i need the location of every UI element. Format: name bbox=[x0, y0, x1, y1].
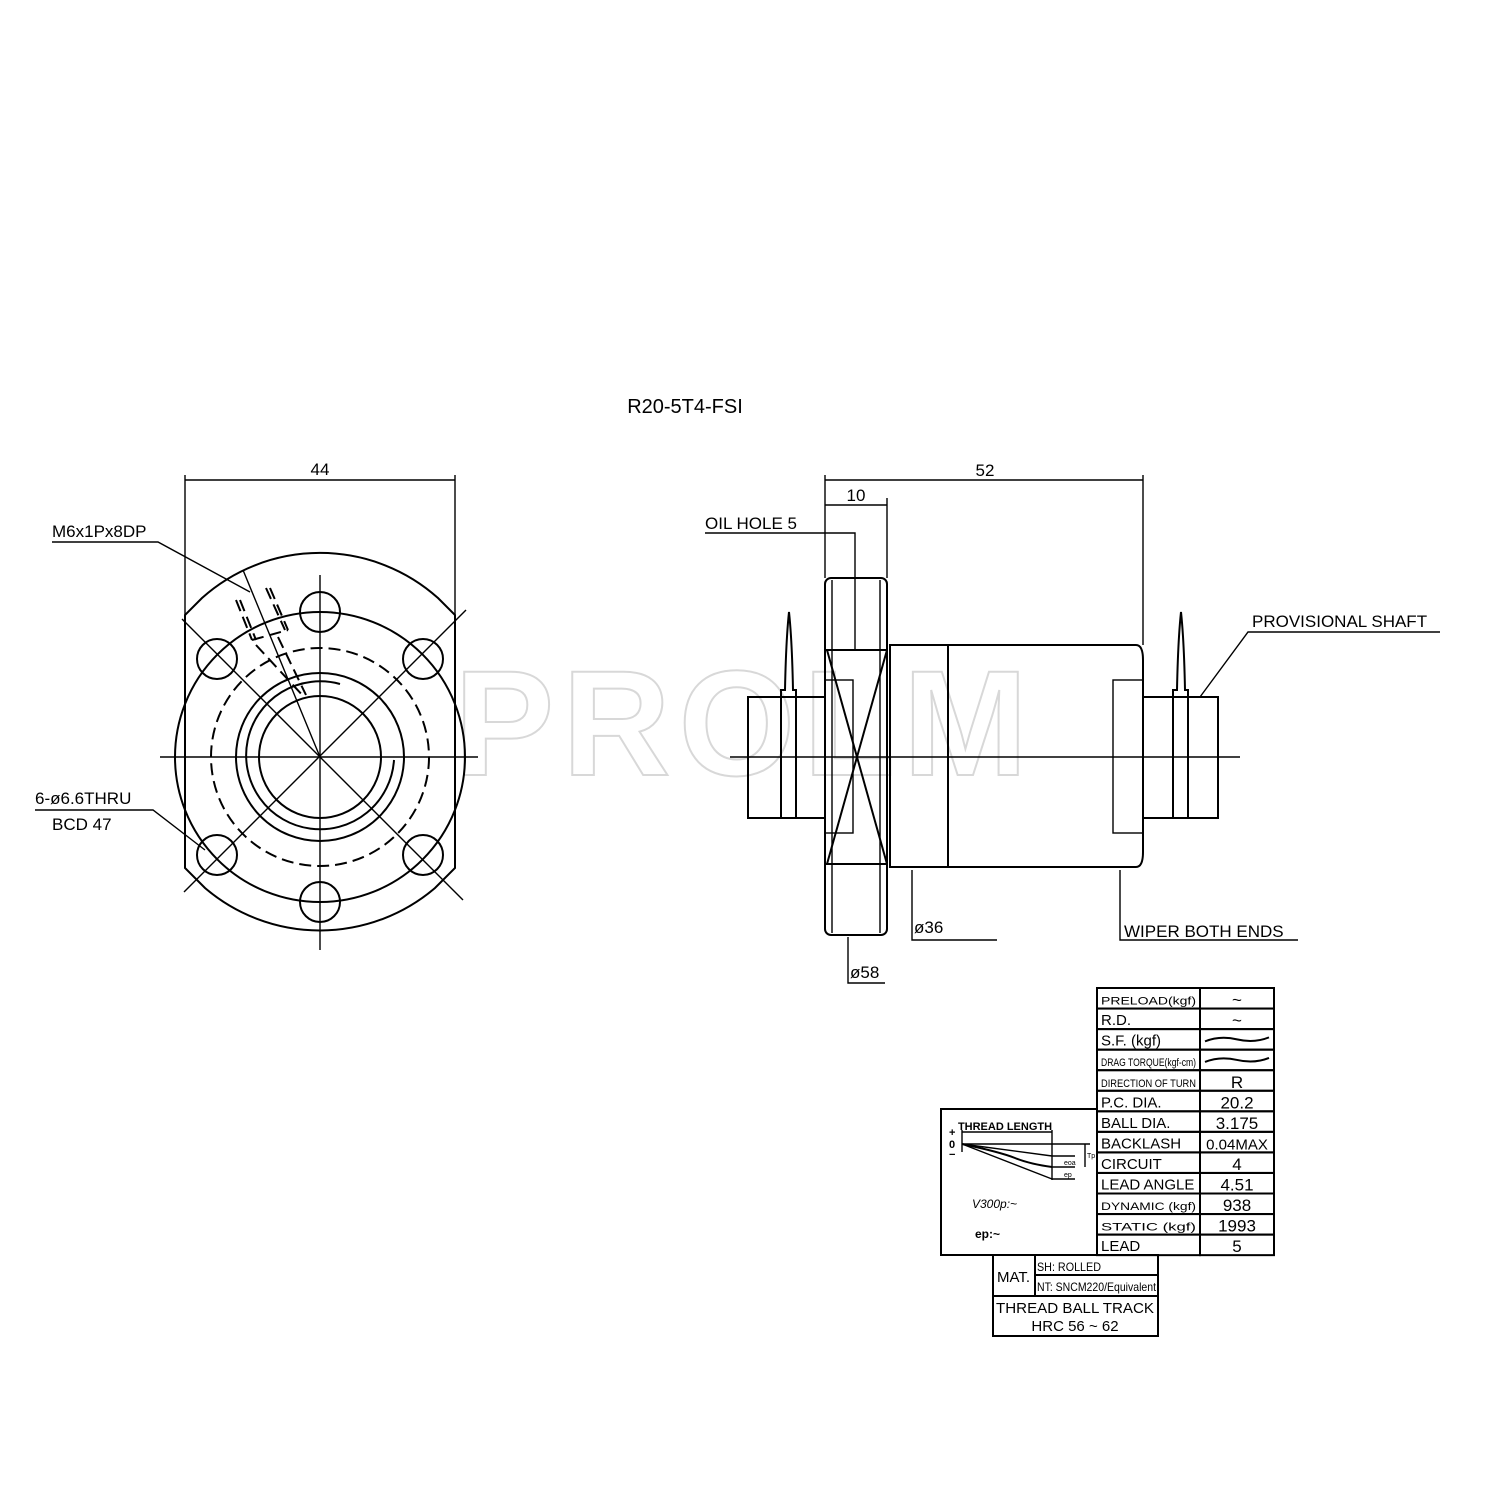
bolt-hole bbox=[402, 834, 444, 876]
ep-mark-label: ep bbox=[1064, 1172, 1072, 1179]
drawing-title: R20-5T4-FSI bbox=[627, 396, 743, 418]
spec-value: 938 bbox=[1223, 1196, 1251, 1215]
spec-label: DRAG TORQUE(kgf-cm) bbox=[1101, 1057, 1196, 1069]
spec-label: PRELOAD(kgf) bbox=[1101, 996, 1196, 1008]
spec-row: CIRCUIT 4 bbox=[1096, 1151, 1275, 1174]
bolt-hole bbox=[196, 638, 238, 680]
oil-hole-label: OIL HOLE 5 bbox=[705, 514, 797, 533]
spec-label: DIRECTION OF TURN bbox=[1101, 1078, 1196, 1090]
material-label: MAT. bbox=[997, 1269, 1030, 1286]
wave-line-icon bbox=[1204, 1036, 1270, 1043]
tp-label: Tp bbox=[1087, 1153, 1095, 1160]
spec-row: P.C. DIA. 20.2 bbox=[1096, 1089, 1275, 1112]
spec-value: R bbox=[1231, 1073, 1243, 1092]
zero-label: 0 bbox=[949, 1139, 955, 1151]
spec-row: LEAD 5 bbox=[1096, 1233, 1275, 1256]
plus-label: + bbox=[949, 1127, 955, 1139]
length-dim: 52 bbox=[976, 461, 995, 480]
provisional-shaft-leader bbox=[1199, 631, 1440, 698]
spec-value: 3.175 bbox=[1216, 1114, 1259, 1133]
spec-value: ~ bbox=[1232, 1011, 1242, 1030]
spec-value: 1993 bbox=[1218, 1217, 1256, 1236]
diagonal-line bbox=[183, 609, 467, 893]
diagonal-line bbox=[181, 618, 464, 901]
spec-label: CIRCUIT bbox=[1101, 1156, 1162, 1173]
spec-label: LEAD ANGLE bbox=[1101, 1177, 1194, 1194]
spec-label: STATIC (kgf) bbox=[1101, 1222, 1196, 1234]
spec-row: PRELOAD(kgf) ~ bbox=[1096, 987, 1275, 1010]
e300-label: eoa bbox=[1064, 1160, 1076, 1167]
spec-label: R.D. bbox=[1101, 1012, 1131, 1029]
spec-row: R.D. ~ bbox=[1096, 1007, 1275, 1031]
v300p-value: V300p:~ bbox=[972, 1197, 1017, 1211]
hole-leader bbox=[35, 809, 206, 851]
bolt-hole bbox=[196, 834, 238, 876]
bcd-callout: BCD 47 bbox=[52, 815, 112, 834]
spec-value: 4 bbox=[1232, 1155, 1241, 1174]
material-block: MAT. SH: ROLLED NT: SNCM220/Equivalent T… bbox=[992, 1254, 1159, 1337]
width-dim: 44 bbox=[311, 460, 330, 479]
hardness-value: HRC 56 ~ 62 bbox=[1031, 1318, 1118, 1335]
bolt-hole bbox=[402, 638, 444, 680]
side-view: 52 10 OIL HOLE 5 PROVISIONAL SHAFT ø36 ø… bbox=[705, 461, 1440, 984]
wave-line-icon bbox=[1204, 1056, 1270, 1063]
hole-callout: 6-ø6.6THRU bbox=[35, 789, 131, 808]
flange-dia-leader bbox=[847, 937, 885, 984]
wiper-left bbox=[824, 679, 854, 834]
front-view: 44 M6x1Px8DP 6-ø6.6THRU BCD 47 bbox=[35, 460, 478, 950]
minus-label: − bbox=[949, 1149, 955, 1161]
spec-row: BALL DIA. 3.175 bbox=[1096, 1110, 1275, 1133]
nut-material: NT: SNCM220/Equivalent bbox=[1037, 1280, 1157, 1294]
spec-table: PRELOAD(kgf) ~ R.D. ~ S.F. (kgf) DRAG TORQUE(… bbox=[1096, 987, 1275, 1256]
spec-row: LEAD ANGLE 4.51 bbox=[1096, 1171, 1275, 1195]
spec-label: LEAD bbox=[1101, 1238, 1140, 1255]
thread-length-label: THREAD LENGTH bbox=[958, 1121, 1052, 1133]
tap-callout: M6x1Px8DP bbox=[52, 522, 146, 541]
flange-dia: ø58 bbox=[850, 963, 879, 982]
spec-row: BACKLASH 0.04MAX bbox=[1096, 1130, 1275, 1153]
provisional-shaft-label: PROVISIONAL SHAFT bbox=[1252, 612, 1427, 631]
watermark: PROLM bbox=[454, 639, 1036, 807]
wiper-leader bbox=[1119, 870, 1298, 941]
wiper-label: WIPER BOTH ENDS bbox=[1124, 922, 1284, 941]
spec-label: BACKLASH bbox=[1101, 1135, 1181, 1152]
lead-accuracy-chart: THREAD LENGTH + 0 − Tp eoa ep V300p:~ ep… bbox=[940, 1108, 1098, 1256]
spec-row: S.F. (kgf) bbox=[1096, 1028, 1275, 1051]
shaft-material: SH: ROLLED bbox=[1037, 1260, 1101, 1274]
flange-thickness-dim: 10 bbox=[847, 486, 866, 505]
spec-label: BALL DIA. bbox=[1101, 1115, 1170, 1132]
spec-label: DYNAMIC (kgf) bbox=[1101, 1201, 1196, 1213]
spec-value: 4.51 bbox=[1220, 1176, 1253, 1195]
wiper-tip-right bbox=[1172, 611, 1189, 697]
ep-value: ep:~ bbox=[975, 1227, 1000, 1241]
thread-arc bbox=[245, 680, 395, 831]
spec-label: P.C. DIA. bbox=[1101, 1094, 1162, 1111]
spec-row: DRAG TORQUE(kgf-cm) bbox=[1096, 1048, 1275, 1072]
hardness-title: THREAD BALL TRACK bbox=[996, 1300, 1154, 1317]
body-dia: ø36 bbox=[914, 918, 943, 937]
spec-label: S.F. (kgf) bbox=[1101, 1033, 1161, 1050]
spec-row: DYNAMIC (kgf) 938 bbox=[1096, 1192, 1275, 1215]
wiper-right bbox=[1112, 679, 1144, 834]
spec-value: ~ bbox=[1232, 991, 1242, 1010]
spec-value: 20.2 bbox=[1220, 1093, 1253, 1112]
spec-value: 5 bbox=[1232, 1237, 1241, 1256]
tap-leader bbox=[52, 541, 251, 593]
spec-row: DIRECTION OF TURN R bbox=[1096, 1069, 1275, 1092]
wiper-tip-left bbox=[780, 611, 797, 697]
tap-hole-hidden bbox=[235, 569, 321, 758]
nut-body bbox=[889, 644, 1144, 868]
spec-value: 0.04MAX bbox=[1206, 1136, 1268, 1153]
flange-outline bbox=[184, 551, 456, 932]
spec-row: STATIC (kgf) 1993 bbox=[1096, 1213, 1275, 1236]
body-dia-leader bbox=[911, 870, 997, 941]
oil-hole-leader bbox=[705, 532, 856, 650]
